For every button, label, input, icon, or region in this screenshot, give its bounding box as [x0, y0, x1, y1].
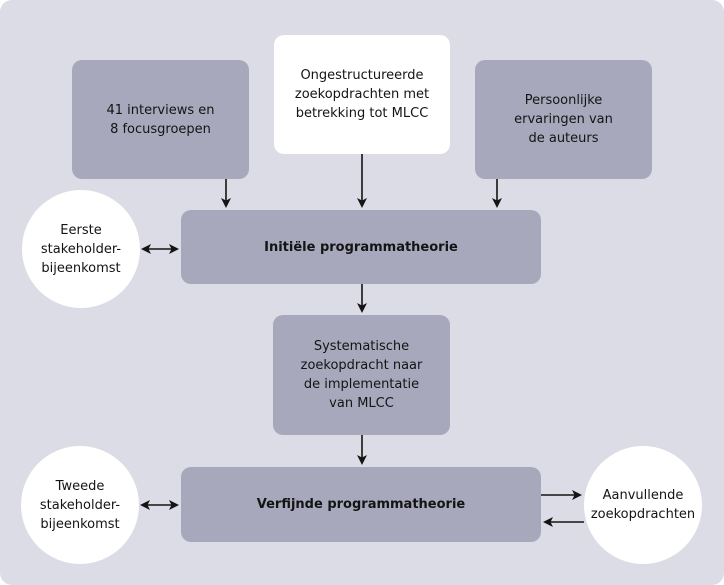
refined-theory-box: Verfijnde programmatheorie: [181, 467, 541, 542]
systematic-search-box: Systematische zoekopdracht naar de imple…: [273, 315, 450, 435]
initial-theory-box: Initiële programmatheorie: [181, 210, 541, 284]
first-stakeholder-meeting-circle: Eerste stakeholder- bijeenkomst: [22, 190, 140, 308]
second-stakeholder-meeting-circle: Tweede stakeholder- bijeenkomst: [21, 446, 139, 564]
additional-searches-label: Aanvullende zoekopdrachten: [590, 488, 696, 522]
systematic-search-label: Systematische zoekopdracht naar de imple…: [300, 339, 423, 411]
additional-searches-circle: Aanvullende zoekopdrachten: [584, 446, 702, 564]
source-experiences-box: Persoonlijke ervaringen van de auteurs: [475, 60, 652, 179]
source-interviews-box: 41 interviews en 8 focusgroepen: [72, 60, 249, 179]
source-experiences-label: Persoonlijke ervaringen van de auteurs: [514, 93, 613, 146]
first-stakeholder-meeting-label: Eerste stakeholder- bijeenkomst: [40, 222, 122, 276]
refined-theory-label: Verfijnde programmatheorie: [256, 497, 466, 512]
source-interviews-label: 41 interviews en 8 focusgroepen: [106, 102, 215, 137]
second-stakeholder-meeting-label: Tweede stakeholder- bijeenkomst: [39, 478, 121, 532]
source-searches-label: Ongestructureerde zoekopdrachten met bet…: [294, 68, 430, 121]
initial-theory-label: Initiële programmatheorie: [264, 239, 458, 255]
source-searches-box: Ongestructureerde zoekopdrachten met bet…: [274, 35, 450, 154]
